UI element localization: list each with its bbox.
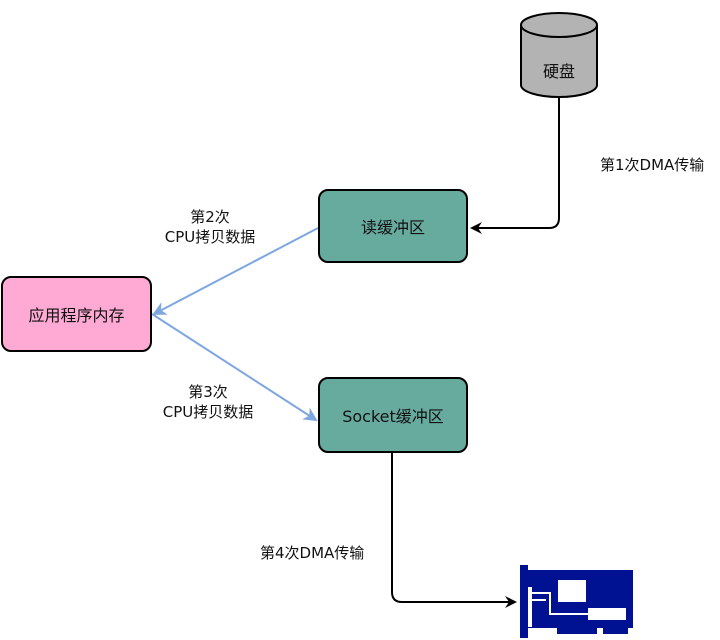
edge-cpu3-label-line1: 第3次 xyxy=(188,383,228,401)
network-card-icon[interactable] xyxy=(520,565,633,638)
edge-cpu3-label-line2: CPU拷贝数据 xyxy=(162,403,254,421)
edge-dma1-label: 第1次DMA传输 xyxy=(600,156,705,174)
edge-cpu3-label: 第3次 CPU拷贝数据 xyxy=(148,382,268,422)
edge-dma1 xyxy=(470,97,560,234)
app-memory-node[interactable]: 应用程序内存 xyxy=(1,276,152,352)
read-buffer-node[interactable]: 读缓冲区 xyxy=(318,189,468,263)
edge-dma4 xyxy=(391,453,517,608)
disk-label: 硬盘 xyxy=(542,62,575,81)
disk-cylinder-icon[interactable] xyxy=(520,12,598,98)
edge-cpu2-label: 第2次 CPU拷贝数据 xyxy=(150,207,270,247)
read-buffer-label: 读缓冲区 xyxy=(360,218,425,237)
edge-cpu2-label-line1: 第2次 xyxy=(190,208,230,226)
edge-cpu2 xyxy=(152,227,319,315)
edge-dma4-label: 第4次DMA传输 xyxy=(260,544,365,562)
edge-cpu2-label-line2: CPU拷贝数据 xyxy=(164,228,256,246)
app-memory-label: 应用程序内存 xyxy=(28,306,125,325)
edge-cpu3 xyxy=(151,313,318,422)
socket-buffer-node[interactable]: Socket缓冲区 xyxy=(318,377,468,453)
socket-buffer-label: Socket缓冲区 xyxy=(342,407,444,426)
